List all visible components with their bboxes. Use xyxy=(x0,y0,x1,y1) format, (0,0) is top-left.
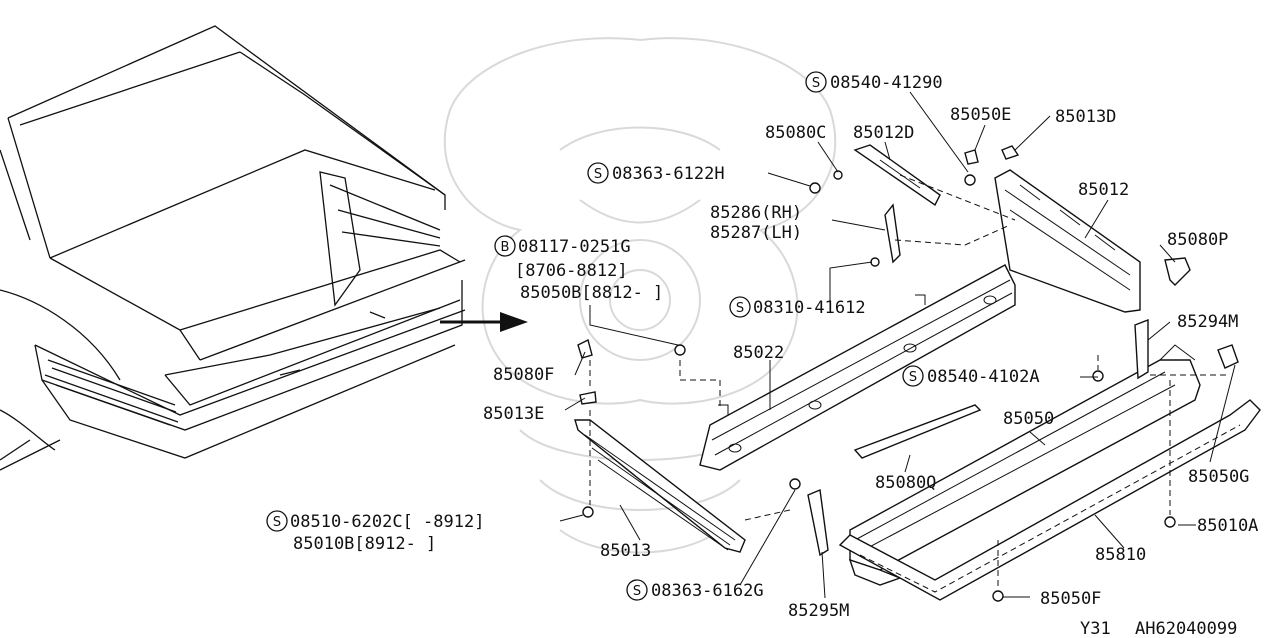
footer-model: Y31 xyxy=(1080,619,1111,638)
strip-85080q xyxy=(853,404,982,459)
label-08117-0251g: 08117-0251G xyxy=(518,237,631,257)
label-85010a: 85010A xyxy=(1197,516,1258,536)
s-mark: S xyxy=(812,76,820,91)
bumper-fascia-85050 xyxy=(848,344,1201,586)
label-08363-6122h: 08363-6122H xyxy=(612,164,725,184)
assembly-lines xyxy=(589,174,1230,590)
footer-code: AH62040099 xyxy=(1135,619,1237,638)
label-85080c: 85080C xyxy=(765,123,826,143)
bracket-85294m xyxy=(1134,318,1149,380)
label-8706-8812: [8706-8812] xyxy=(515,261,628,281)
callout-08310-41612: S 08310-41612 xyxy=(729,296,866,318)
label-85022: 85022 xyxy=(733,343,784,363)
direction-arrow xyxy=(440,312,528,332)
label-85050f: 85050F xyxy=(1040,589,1101,609)
clip-85050g xyxy=(1217,344,1239,369)
s-mark: S xyxy=(633,584,641,599)
label-85013d: 85013D xyxy=(1055,107,1116,127)
bracket-85012d xyxy=(853,144,941,207)
label-85050: 85050 xyxy=(1003,409,1054,429)
callout-08540-4102a: S 08540-4102A xyxy=(902,365,1040,387)
leader-lines xyxy=(559,91,1236,599)
s-mark: S xyxy=(736,301,744,316)
callout-08540-41290: S 08540-41290 xyxy=(805,71,943,93)
callout-08363-6122h: S 08363-6122H xyxy=(587,162,725,184)
label-85080q: 85080Q xyxy=(875,473,936,493)
car-rear-illustration xyxy=(0,25,466,471)
label-85295m: 85295M xyxy=(788,601,849,621)
bumper-inner-panel-85012 xyxy=(994,169,1141,313)
fastener-parts xyxy=(577,145,1191,602)
label-85013e: 85013E xyxy=(483,404,544,424)
label-85080p: 85080P xyxy=(1167,230,1228,250)
label-85050b: 85050B[8812- ] xyxy=(520,283,663,303)
label-85012: 85012 xyxy=(1078,180,1129,200)
label-08540-4102a: 08540-4102A xyxy=(927,367,1040,387)
label-08540-41290: 08540-41290 xyxy=(830,73,943,93)
lower-molding-85810 xyxy=(838,399,1261,601)
callout-08510-6202c: S 08510-6202C[ -8912] xyxy=(266,510,484,532)
s-mark: S xyxy=(909,370,917,385)
label-85286: 85286(RH) xyxy=(710,203,802,223)
label-08310-41612: 08310-41612 xyxy=(753,298,866,318)
bracket-85295m xyxy=(807,489,829,557)
callout-08363-6162g: S 08363-6162G xyxy=(626,579,764,601)
label-85810: 85810 xyxy=(1095,545,1146,565)
label-85050e: 85050E xyxy=(950,105,1011,125)
label-85050g: 85050G xyxy=(1188,467,1249,487)
label-85012d: 85012D xyxy=(853,123,914,143)
bracket-85286 xyxy=(884,203,901,264)
label-85287: 85287(LH) xyxy=(710,223,802,243)
label-85080f: 85080F xyxy=(493,365,554,385)
s-mark: S xyxy=(594,167,602,182)
label-08363-6162g: 08363-6162G xyxy=(651,581,764,601)
callout-08117-0251g: B 08117-0251G xyxy=(494,235,631,257)
watermark-emblem xyxy=(443,37,837,554)
label-85294m: 85294M xyxy=(1177,312,1238,332)
label-08510-6202c: 08510-6202C[ -8912] xyxy=(290,512,484,532)
label-85013: 85013 xyxy=(600,541,651,561)
label-85010b: 85010B[8912- ] xyxy=(293,534,436,554)
b-mark: B xyxy=(501,240,510,255)
bumper-reinforcement-85022 xyxy=(699,264,1016,471)
s-mark: S xyxy=(273,515,281,530)
